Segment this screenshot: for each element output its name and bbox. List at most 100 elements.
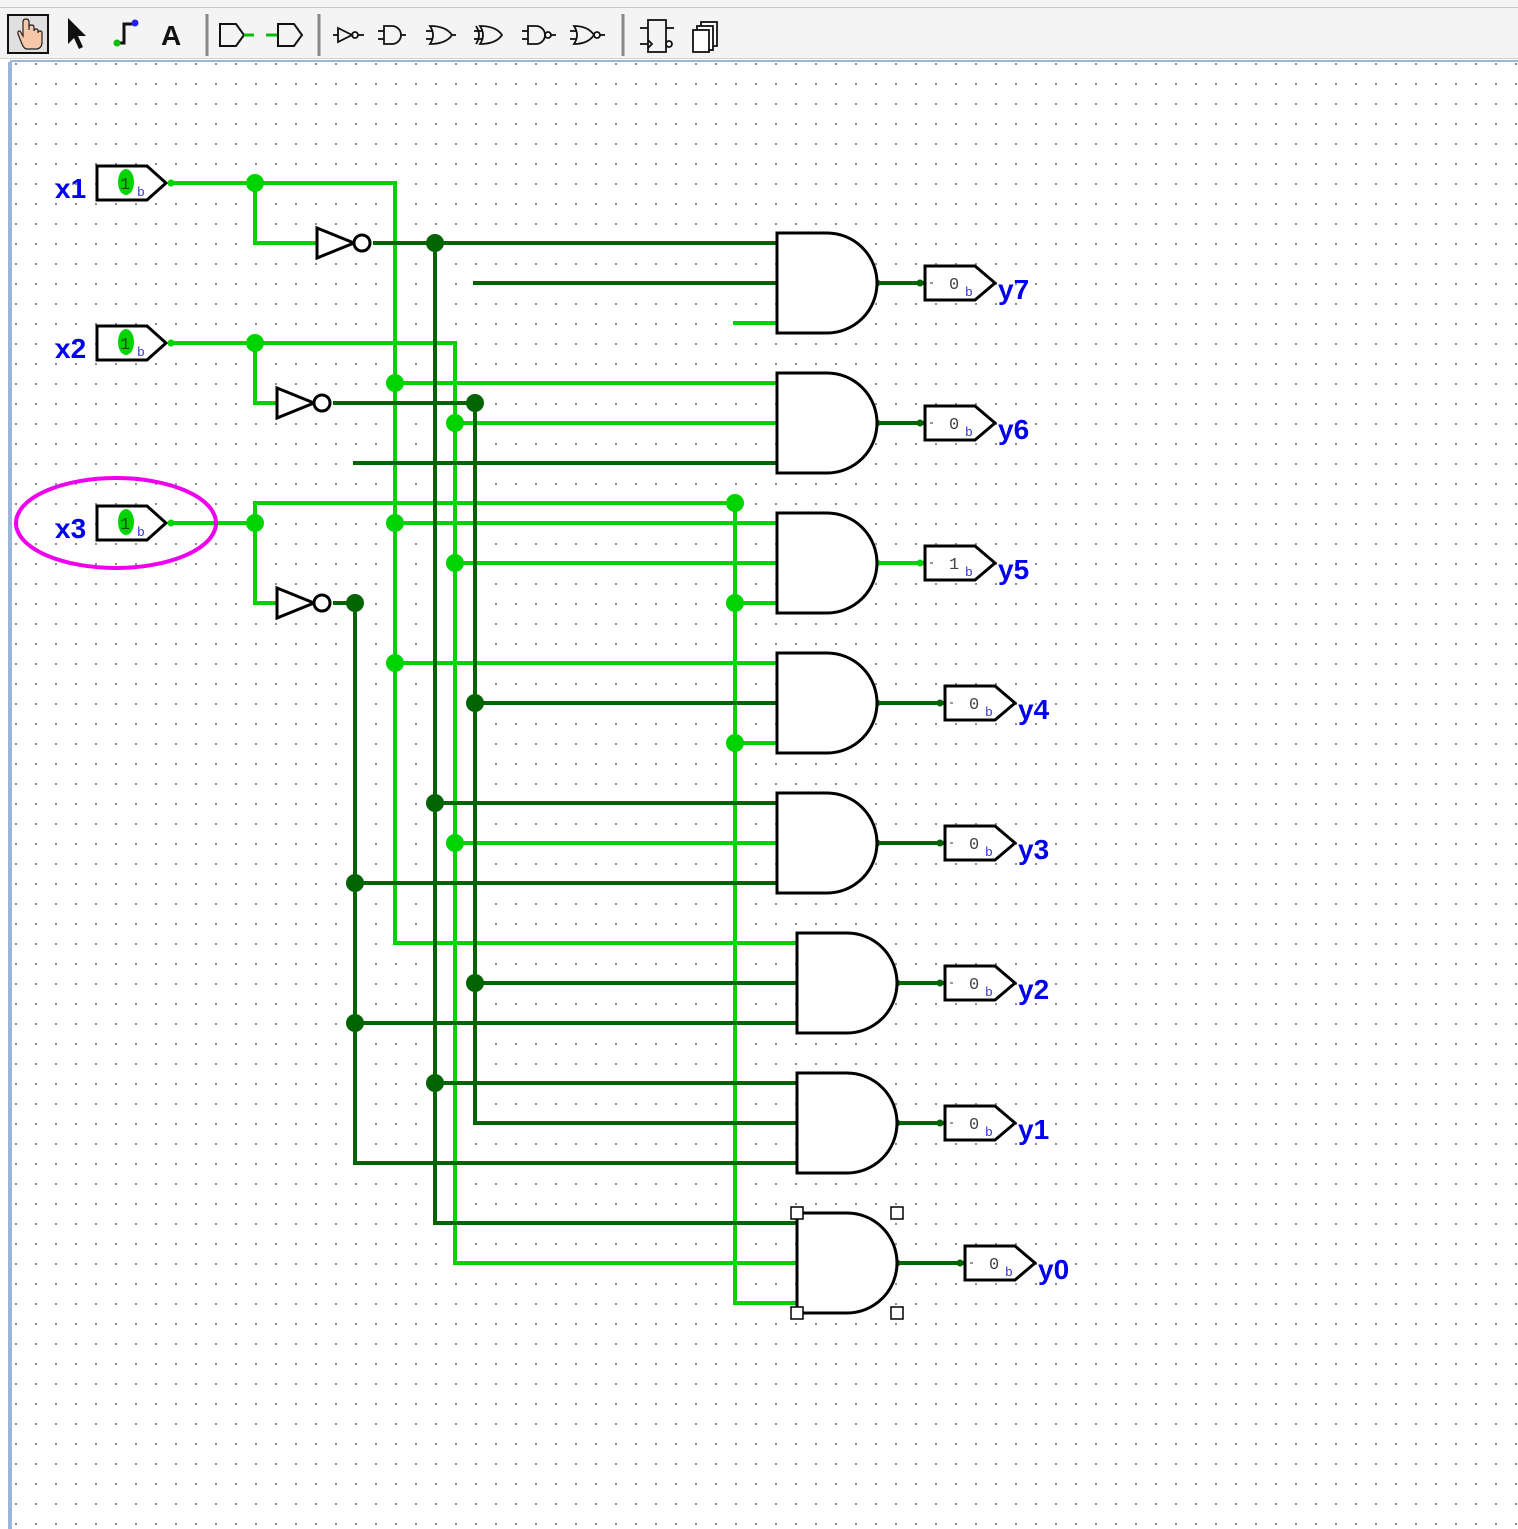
nand-gate-tool-button[interactable] bbox=[522, 25, 556, 45]
output-pin-body bbox=[943, 684, 1018, 722]
wire-junction bbox=[466, 974, 484, 992]
pin-connection-dot bbox=[936, 1119, 944, 1127]
input-pin-icon bbox=[219, 23, 246, 47]
wire-junction bbox=[446, 554, 464, 572]
wire bbox=[253, 341, 277, 405]
output-pin-body bbox=[923, 404, 998, 442]
input-pin-connection-dot bbox=[167, 179, 175, 187]
input-pin-tool-button[interactable] bbox=[219, 23, 254, 47]
selection-handle[interactable] bbox=[790, 1306, 804, 1320]
output-pin-body bbox=[943, 824, 1018, 862]
not-gate-body bbox=[315, 225, 358, 261]
overlay bbox=[14, 476, 904, 1320]
not-gate-bubble bbox=[352, 233, 372, 253]
pin-connection-dot bbox=[936, 839, 944, 847]
wire-junction bbox=[386, 654, 404, 672]
edit-tool-button[interactable] bbox=[68, 18, 86, 49]
and-gate-body bbox=[795, 931, 899, 1035]
pin-connection-dot bbox=[916, 419, 924, 427]
wire-junction bbox=[246, 174, 264, 192]
toolbar-icons: A bbox=[7, 14, 718, 56]
wire-junction bbox=[726, 734, 744, 752]
dot-grid bbox=[12, 62, 1518, 1529]
and-gate-icon bbox=[378, 25, 406, 45]
wire-junction bbox=[726, 594, 744, 612]
output-label: y6 bbox=[998, 414, 1029, 445]
output-pin-value: 0 bbox=[989, 1256, 999, 1275]
text-tool-button[interactable]: A bbox=[161, 20, 181, 51]
selection-handle[interactable] bbox=[790, 1206, 804, 1220]
wire-junction bbox=[386, 374, 404, 392]
output-pin-value: 0 bbox=[949, 416, 959, 435]
pin-connection-dot bbox=[936, 699, 944, 707]
wire-junction bbox=[386, 514, 404, 532]
and-gate-body bbox=[775, 231, 879, 335]
wiring-tool-button[interactable] bbox=[113, 19, 139, 47]
output-label: y3 bbox=[1018, 834, 1049, 865]
text-tool-glyph: A bbox=[161, 20, 181, 51]
xor-gate-icon bbox=[474, 25, 504, 45]
wire-junction bbox=[346, 594, 364, 612]
wire-junction bbox=[446, 834, 464, 852]
and-gate-y1 bbox=[795, 1071, 899, 1175]
wire-junction bbox=[346, 874, 364, 892]
and-gate-body bbox=[775, 651, 879, 755]
input-pin-value: 1 bbox=[120, 176, 130, 195]
input-pin-unit: b bbox=[137, 185, 145, 200]
output-label: y2 bbox=[1018, 974, 1049, 1005]
pin-connection-dot bbox=[916, 559, 924, 567]
wire-junction bbox=[446, 414, 464, 432]
and-gate-y3 bbox=[775, 791, 879, 895]
and-gate-tool-button[interactable] bbox=[378, 25, 406, 45]
nand-gate-icon bbox=[522, 25, 556, 45]
output-pin-value: 0 bbox=[969, 696, 979, 715]
or-gate-icon bbox=[426, 25, 456, 45]
wire bbox=[433, 241, 797, 1225]
selection-handle[interactable] bbox=[890, 1206, 904, 1220]
wire-junction bbox=[346, 1014, 364, 1032]
input-pin-state-indicator bbox=[118, 329, 134, 355]
and-gate-y0 bbox=[795, 1211, 899, 1315]
input-pin-state-indicator bbox=[118, 509, 134, 535]
not-gate-body bbox=[275, 585, 318, 621]
and-gate-y5 bbox=[775, 511, 879, 615]
nor-gate-tool-button[interactable] bbox=[570, 25, 605, 45]
not-gate-tool-button[interactable] bbox=[333, 26, 364, 44]
wire bbox=[253, 181, 317, 245]
output-pin-unit: b bbox=[985, 845, 993, 860]
selection-handle[interactable] bbox=[890, 1306, 904, 1320]
not-gate-bubble bbox=[312, 593, 332, 613]
poke-tool-button[interactable] bbox=[7, 14, 49, 54]
or-gate-tool-button[interactable] bbox=[426, 25, 456, 45]
output-pin-body bbox=[963, 1244, 1038, 1282]
output-pin-tool-button[interactable] bbox=[266, 23, 304, 47]
input-pin-connection-dot bbox=[167, 339, 175, 347]
output-pin-unit: b bbox=[985, 985, 993, 1000]
output-pin-value: 0 bbox=[969, 976, 979, 995]
register-tool-button[interactable] bbox=[692, 21, 718, 53]
xor-gate-tool-button[interactable] bbox=[474, 25, 504, 45]
d-flipflop-tool-button[interactable] bbox=[640, 19, 674, 53]
output-pin-body bbox=[943, 1104, 1018, 1142]
input-pin-value: 1 bbox=[120, 336, 130, 355]
output-pin-value: 0 bbox=[969, 1116, 979, 1135]
arrow-cursor-icon bbox=[68, 18, 86, 49]
output-pin-body bbox=[923, 264, 998, 302]
input-label: x3 bbox=[55, 513, 86, 544]
wire bbox=[168, 501, 797, 1305]
output-pin-unit: b bbox=[965, 425, 973, 440]
